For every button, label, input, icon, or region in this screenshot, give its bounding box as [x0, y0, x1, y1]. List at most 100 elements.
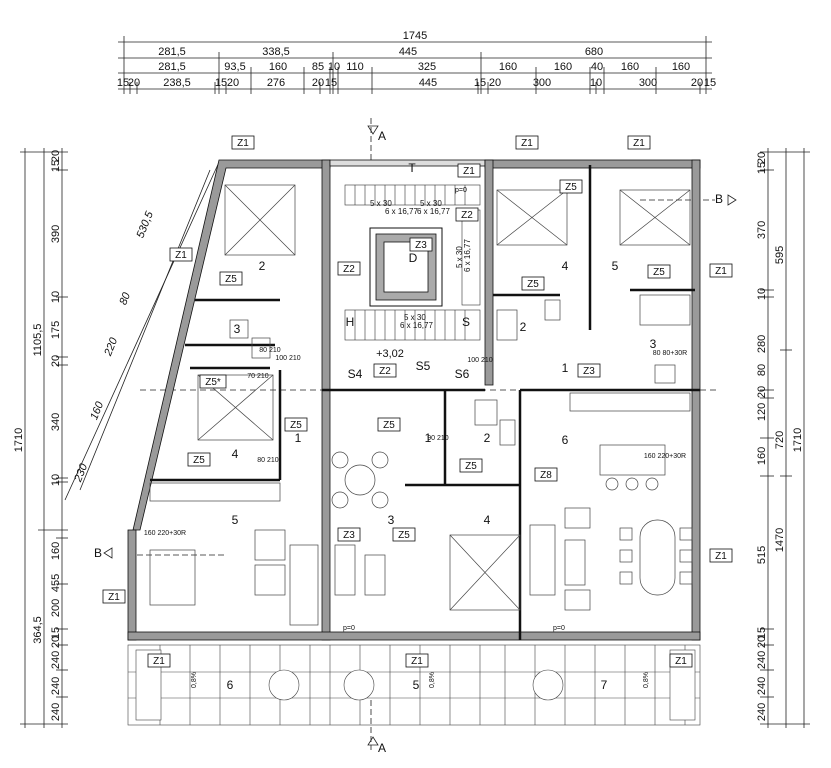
svg-text:240: 240 [756, 651, 768, 669]
svg-text:340: 340 [50, 413, 62, 431]
left-dimension-labels: 1710 1105,5 364,5 20 15 390 10 175 20 34… [13, 150, 62, 721]
svg-text:p=0: p=0 [553, 625, 565, 632]
svg-text:364,5: 364,5 [32, 616, 44, 644]
svg-text:15: 15 [474, 77, 486, 89]
top-dimension-labels: 1745 281,5 338,5 445 680 281,5 93,5 160 … [117, 30, 716, 89]
svg-text:1470: 1470 [774, 528, 786, 552]
svg-text:160: 160 [499, 61, 517, 73]
svg-text:455: 455 [50, 574, 62, 592]
apt-right-room-5: 5 [612, 259, 619, 273]
room-d: D [409, 251, 418, 265]
svg-text:325: 325 [418, 61, 436, 73]
exterior-walls [127, 159, 701, 641]
svg-text:20: 20 [50, 636, 62, 648]
furniture [149, 184, 693, 626]
door-dimensions: 80 210 70 210 100 210 80 210 100 210 90 … [144, 347, 687, 537]
svg-text:p=0: p=0 [455, 187, 467, 194]
svg-text:100 210: 100 210 [467, 357, 492, 364]
svg-text:Z1: Z1 [463, 166, 475, 177]
svg-text:15: 15 [117, 77, 129, 89]
svg-text:338,5: 338,5 [262, 46, 290, 58]
svg-text:Z3: Z3 [343, 530, 355, 541]
svg-text:160: 160 [756, 447, 768, 465]
svg-text:1105,5: 1105,5 [32, 324, 44, 357]
svg-text:Z1: Z1 [633, 138, 645, 149]
svg-text:10: 10 [328, 61, 340, 73]
svg-text:Z1: Z1 [237, 138, 249, 149]
tag-z1 [102, 135, 733, 668]
svg-text:120: 120 [756, 403, 768, 421]
svg-text:Z1: Z1 [108, 592, 120, 603]
svg-text:20: 20 [756, 386, 768, 398]
svg-text:Z1: Z1 [675, 656, 687, 667]
svg-text:85: 85 [312, 61, 324, 73]
terrace-7: 7 [601, 678, 608, 692]
svg-text:10: 10 [50, 291, 62, 303]
svg-text:240: 240 [756, 703, 768, 721]
svg-text:Z8: Z8 [540, 470, 552, 481]
apt-right-room-2: 2 [520, 320, 527, 334]
svg-text:300: 300 [639, 77, 657, 89]
room-s5: S5 [416, 359, 431, 373]
diagonal-dimension-labels: 530,5 80 220 160 230 [72, 209, 156, 485]
section-b-right: B [715, 192, 723, 206]
svg-text:Z5: Z5 [465, 461, 477, 472]
svg-text:10: 10 [50, 474, 62, 486]
svg-text:595: 595 [774, 246, 786, 264]
svg-text:240: 240 [50, 703, 62, 721]
svg-text:515: 515 [756, 546, 768, 564]
left-dimensions [20, 148, 68, 728]
svg-text:220: 220 [102, 335, 121, 358]
svg-text:15: 15 [50, 627, 62, 639]
terrace-5: 5 [413, 678, 420, 692]
svg-text:6 x 16,77: 6 x 16,77 [417, 207, 450, 216]
svg-text:Z5*: Z5* [205, 377, 221, 388]
svg-text:Z2: Z2 [461, 210, 473, 221]
stair-labels: 5 x 30 6 x 16,77 5 x 30 6 x 16,77 5 x 30… [370, 199, 472, 330]
svg-text:20: 20 [50, 355, 62, 367]
svg-text:70 210: 70 210 [247, 373, 269, 380]
svg-text:1710: 1710 [13, 428, 25, 452]
svg-text:6 x 16,77: 6 x 16,77 [463, 239, 472, 272]
svg-text:15: 15 [50, 160, 62, 172]
section-a-bottom: A [378, 741, 386, 755]
svg-text:200: 200 [50, 599, 62, 617]
svg-text:175: 175 [50, 321, 62, 339]
svg-text:281,5: 281,5 [158, 46, 186, 58]
svg-text:Z3: Z3 [415, 240, 427, 251]
svg-text:Z5: Z5 [565, 182, 577, 193]
svg-text:Z5: Z5 [290, 420, 302, 431]
svg-text:Z1: Z1 [521, 138, 533, 149]
svg-text:Z3: Z3 [583, 366, 595, 377]
svg-text:370: 370 [756, 221, 768, 239]
svg-text:p=0: p=0 [343, 625, 355, 632]
diagonal-dimensions [64, 159, 221, 501]
svg-text:160 220+30R: 160 220+30R [644, 453, 686, 460]
svg-text:160: 160 [50, 542, 62, 560]
svg-text:0,8%: 0,8% [191, 672, 198, 688]
svg-text:10: 10 [590, 77, 602, 89]
stairs [344, 184, 481, 341]
apt-mid-room-2: 2 [484, 431, 491, 445]
svg-text:80 210: 80 210 [257, 457, 279, 464]
room-h: H [346, 315, 355, 329]
apt-right-room-1: 1 [562, 361, 569, 375]
svg-text:Z1: Z1 [175, 250, 187, 261]
svg-text:40: 40 [591, 61, 603, 73]
svg-text:20: 20 [128, 77, 140, 89]
room-t: T [408, 161, 416, 175]
level-mark: +3,02 [376, 348, 404, 360]
svg-text:0,8%: 0,8% [643, 672, 650, 688]
svg-text:Z5: Z5 [527, 279, 539, 290]
svg-text:280: 280 [756, 335, 768, 353]
svg-text:240: 240 [756, 677, 768, 695]
svg-text:20: 20 [489, 77, 501, 89]
svg-text:Z1: Z1 [715, 266, 727, 277]
svg-text:Z1: Z1 [715, 551, 727, 562]
svg-text:Z5: Z5 [383, 420, 395, 431]
apt-left-room-5: 5 [232, 513, 239, 527]
svg-text:1710: 1710 [792, 428, 804, 452]
svg-text:160: 160 [269, 61, 287, 73]
